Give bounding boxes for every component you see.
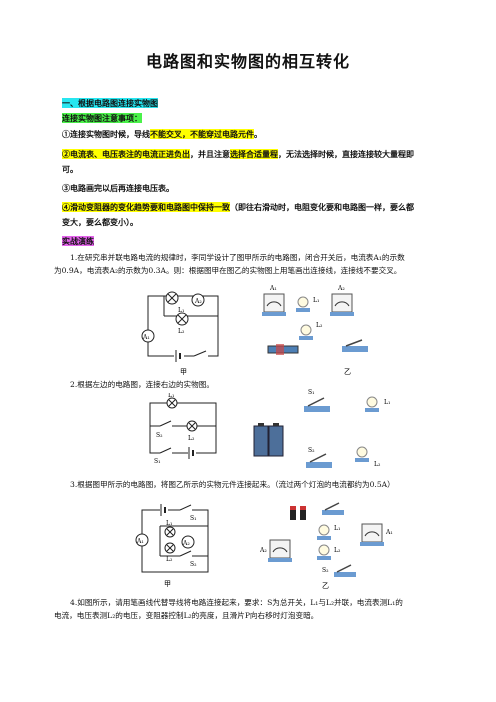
bulb-icon	[317, 524, 331, 540]
ammeter-icon	[268, 539, 292, 562]
q3-physical-components: L₁ A₁ A₂ L₂ S₂ 乙	[260, 502, 393, 590]
page-title: 电路图和实物图的相互转化	[145, 52, 350, 71]
question-1-text: 1.在研究串并联电路电流的规律时，李同学设计了图甲所示的电路图，闭合开关后，电流…	[54, 253, 405, 275]
q1-phys-a1-label: A₁	[269, 285, 277, 292]
note-1: ①连接实物图时候，导线不能交叉，不能穿过电路元件。	[62, 129, 262, 139]
q2-circuit-diagram: L₁ S₂ L₂ S₁	[149, 393, 217, 465]
q1-a1-label: A₁	[142, 334, 150, 341]
note-3: ③电路画完以后再连接电压表。	[62, 183, 174, 193]
q1-ammeter-A1-icon	[141, 329, 155, 343]
q3-a2-label: A₂	[182, 540, 190, 547]
q1-phys-l1-label: L₁	[313, 297, 319, 304]
bulb-icon	[355, 446, 369, 462]
q3-lamp-L2-icon	[164, 542, 176, 554]
q3-s2-label: S₂	[190, 561, 197, 568]
q2-lamp-L2-icon	[186, 420, 198, 432]
q2-switch-S1-icon	[159, 447, 172, 457]
q3-l1-label: L₁	[166, 520, 172, 527]
switch-icon	[304, 397, 330, 412]
q1-phys-l2-label: L₂	[316, 322, 323, 329]
battery-icon	[290, 506, 306, 520]
section-heading: 一、根据电路图连接实物图	[62, 98, 158, 108]
q2-s1-label: S₁	[154, 458, 161, 465]
switch-icon	[334, 564, 356, 577]
note-2-tail: 可。	[62, 164, 78, 174]
question-2-text: 2.根据左边的电路图，连接右边的实物图。	[70, 380, 214, 389]
q1-battery-icon	[174, 350, 184, 362]
q1-ammeter-A2-icon	[191, 293, 205, 307]
q3-a1-label: A₁	[136, 538, 144, 545]
switch-icon	[306, 453, 332, 468]
q2-physical-components: S₁ L₁ S₂ L₂	[253, 389, 390, 468]
q3-l2-label: L₂	[166, 556, 173, 563]
q1-label-yi: 乙	[344, 368, 351, 376]
q3-label-jia: 甲	[164, 580, 171, 588]
bulb-icon	[317, 544, 331, 560]
q3-phys-s2-label: S₂	[322, 567, 329, 574]
switch-icon	[322, 502, 344, 515]
q3-ammeter-A2-icon	[181, 535, 195, 549]
q2-lamp-L1-icon	[166, 397, 178, 409]
q1-lamp-L2-icon	[175, 312, 189, 326]
q2-s2-label: S₂	[156, 432, 163, 439]
q2-phys-l1-label: L₁	[384, 399, 390, 406]
q1-label-jia: 甲	[180, 368, 187, 376]
practice-heading: 实战演练	[62, 236, 94, 246]
notes-heading: 连接实物图注意事项：	[62, 113, 142, 123]
q3-phys-l2-label: L₂	[334, 547, 341, 554]
q3-switch-S1-icon	[179, 504, 192, 514]
q1-a2-label: A₂	[194, 298, 202, 305]
question-3-text: 3.根据图甲所示的电路图，将图乙所示的实物元件连接起来。（流过两个灯泡的电流都约…	[70, 480, 395, 489]
q2-l1-label: L₁	[168, 393, 174, 399]
battery-icon	[267, 344, 299, 355]
q3-phys-a2-label: A₂	[260, 547, 267, 554]
q3-ammeter-A1-icon	[135, 533, 149, 547]
ammeter-icon	[262, 293, 286, 316]
q1-lamp-L1-icon	[165, 291, 179, 305]
q3-phys-l1-label: L₁	[334, 525, 340, 532]
note-4-tail: 变大，要么都变小）。	[62, 217, 138, 227]
bulb-icon	[296, 296, 310, 312]
q1-l1-label: L₁	[178, 307, 184, 314]
ammeter-icon	[360, 523, 384, 546]
q1-switch-icon	[193, 350, 208, 360]
battery-pack-icon	[253, 423, 284, 457]
q2-phys-s2-label: S₂	[308, 447, 315, 454]
bulb-icon	[365, 396, 379, 412]
bulb-icon	[299, 324, 313, 340]
q3-phys-a1-label: A₁	[385, 529, 393, 536]
q3-lamp-L1-icon	[164, 526, 176, 538]
q2-battery-icon	[188, 447, 196, 459]
q3-label-yi: 乙	[322, 582, 329, 590]
q3-s1-label: S₁	[190, 515, 197, 522]
question-4-text: 4.如图所示，请用笔画线代替导线将电路连接起来，要求：S为总开关，L₁与L₂并联…	[54, 598, 403, 620]
q1-phys-a2-label: A₂	[337, 285, 345, 292]
ammeter-icon	[330, 293, 354, 316]
q2-phys-s1-label: S₁	[308, 389, 315, 396]
q2-switch-S2-icon	[159, 420, 172, 430]
q3-switch-S2-icon	[179, 550, 192, 560]
q3-circuit-diagram: S₁ A₁ L₁ A₂ L₂ S₂ 甲	[135, 504, 209, 588]
q2-l2-label: L₂	[188, 435, 195, 442]
switch-icon	[342, 339, 368, 352]
note-4: ④滑动变阻器的变化趋势要和电路图中保持一致（即往右滑动时，电阻变化要和电路图一样…	[62, 202, 414, 212]
q1-circuit-diagram: A₂ L₁ L₂ A₁ 甲	[141, 291, 219, 376]
note-2: ②电流表、电压表注的电流正进负出，并且注意选择合适量程，无法选择时候，直接连接较…	[62, 149, 414, 159]
q3-battery-icon	[160, 504, 168, 516]
q1-l2-label: L₂	[178, 328, 185, 335]
q1-physical-components: A₁ A₂ L₁ L₂ 乙	[262, 285, 368, 376]
q2-phys-l2-label: L₂	[374, 461, 381, 468]
